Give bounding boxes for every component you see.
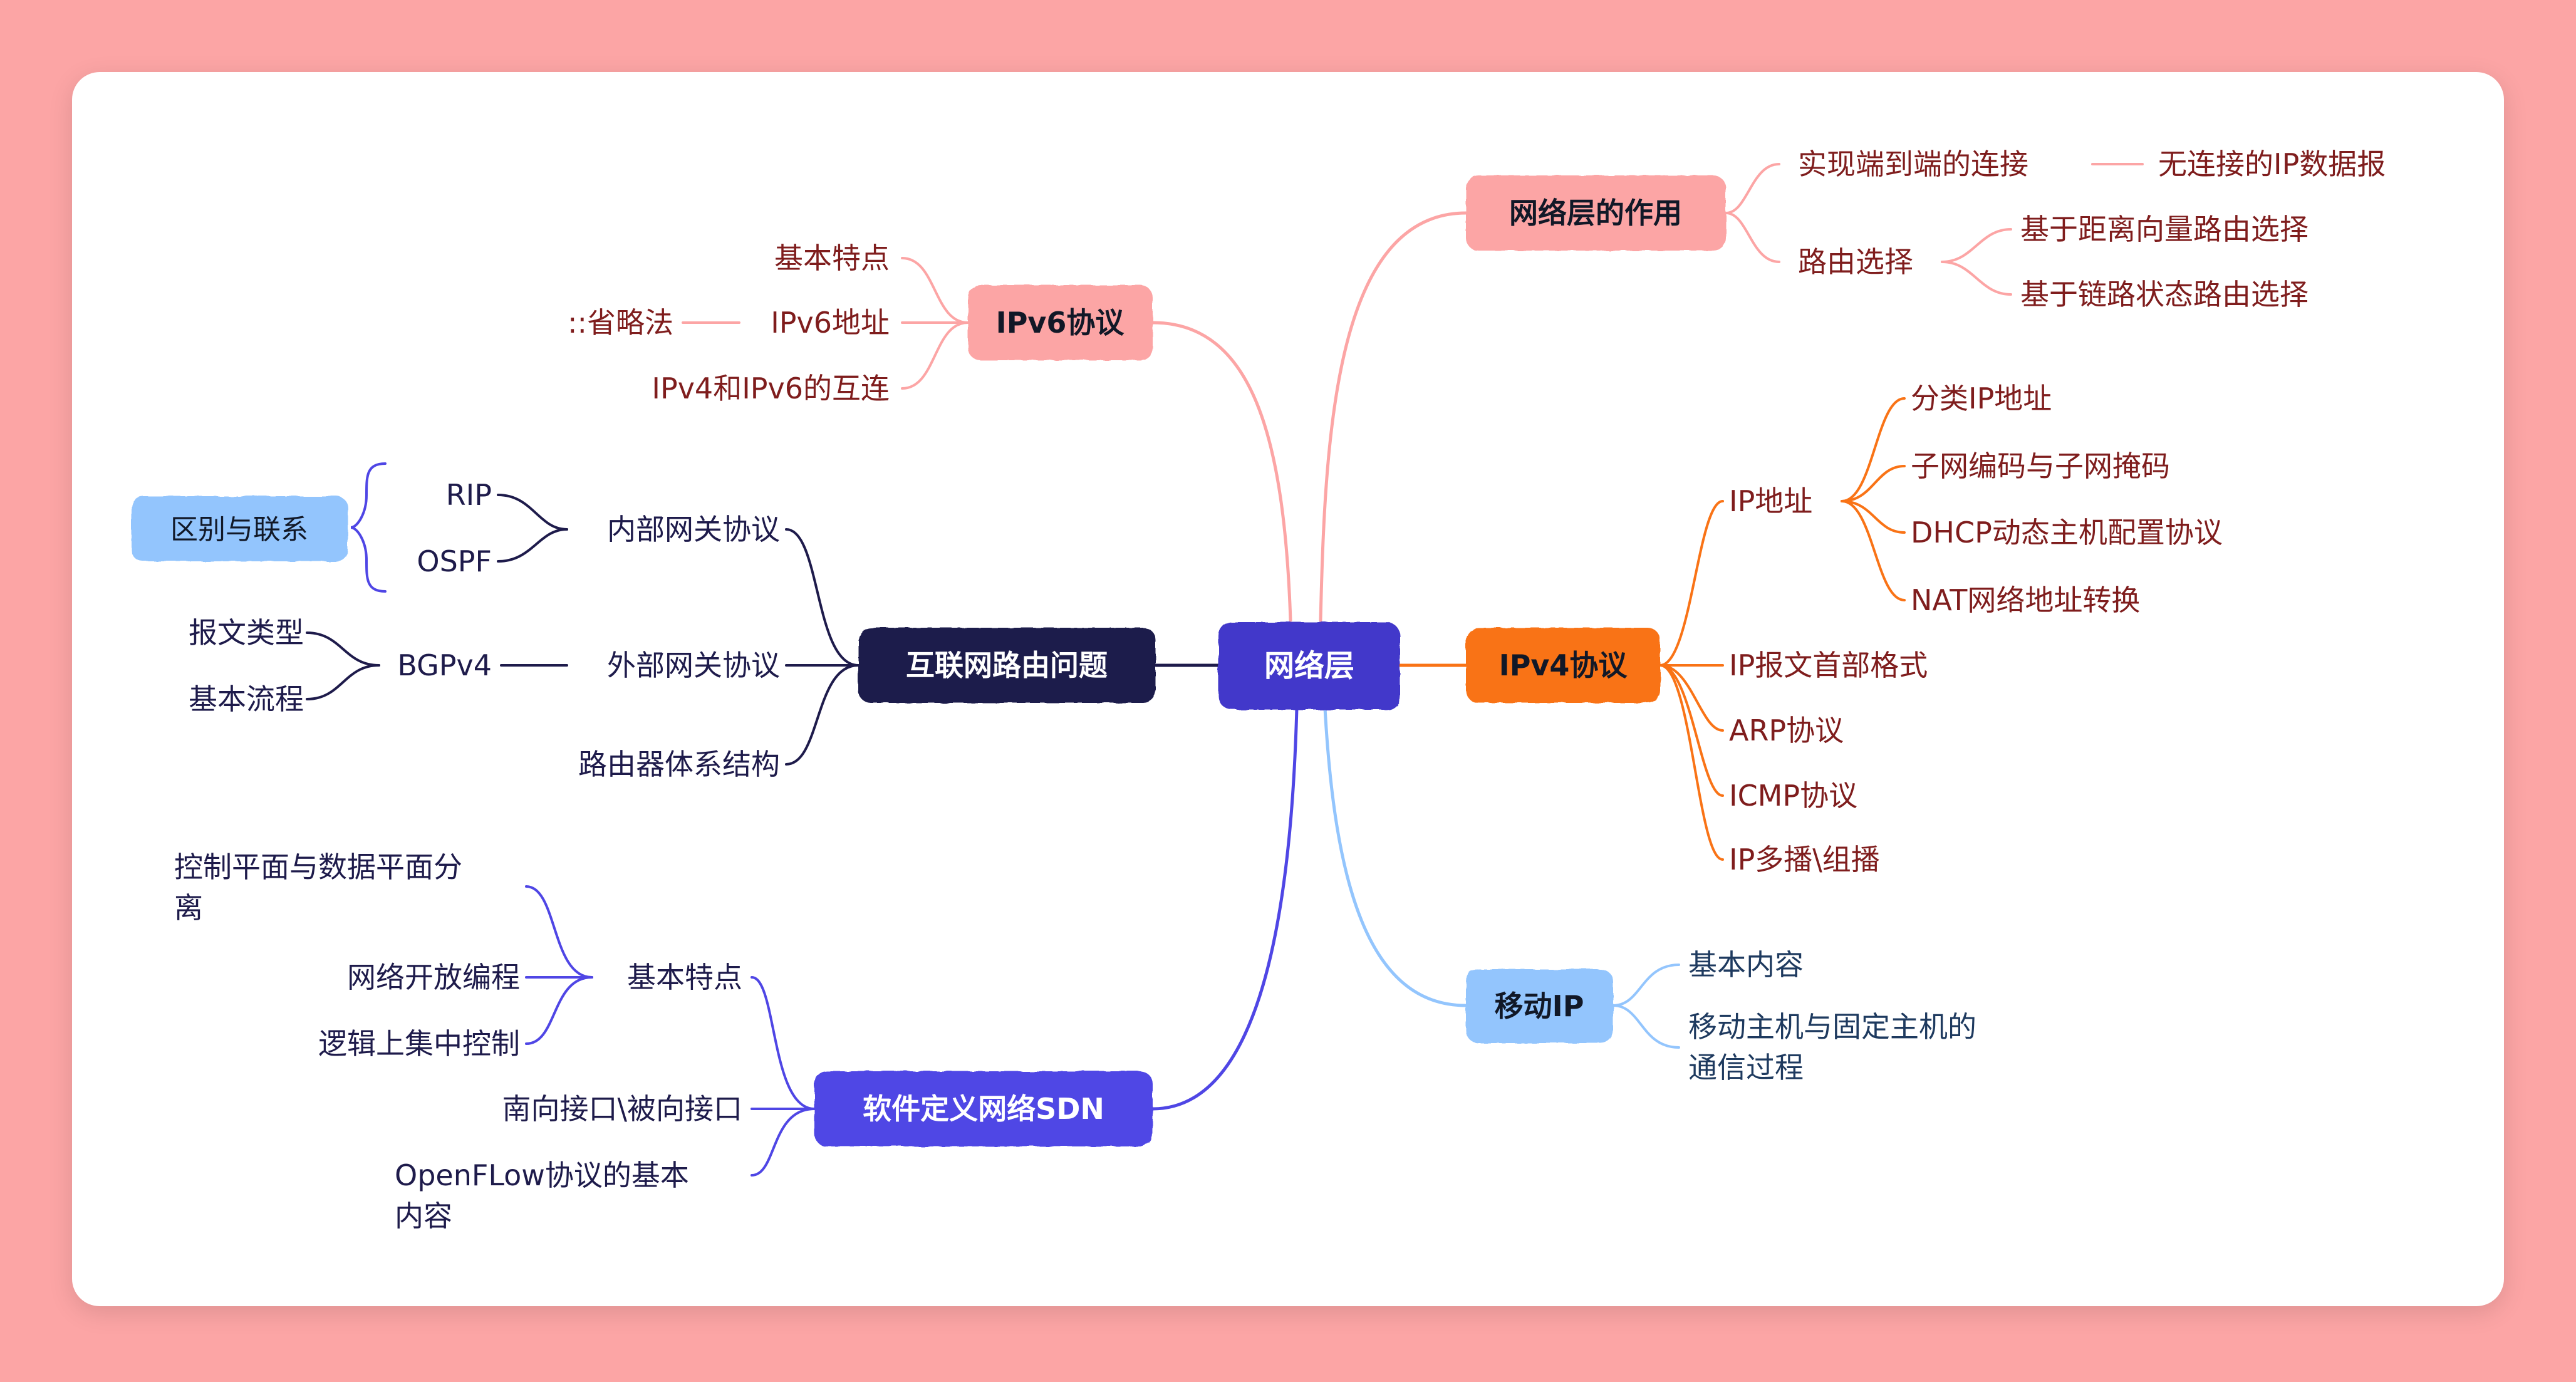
- leaf-mobile-comm-line2[interactable]: 通信过程: [1688, 1051, 1804, 1084]
- node-routing[interactable]: 互联网路由问题: [858, 628, 1156, 703]
- leaf-interfaces[interactable]: 南向接口\被向接口: [502, 1092, 743, 1126]
- leaf-multicast[interactable]: IP多播\组播: [1729, 843, 1880, 876]
- leaf-connectionless[interactable]: 无连接的IP数据报: [2158, 147, 2386, 181]
- node-mobile-ip[interactable]: 移动IP: [1466, 969, 1613, 1043]
- leaf-ipv6-abbrev[interactable]: ::省略法: [568, 306, 673, 340]
- leaf-egp[interactable]: 外部网关协议: [607, 648, 780, 682]
- center-node[interactable]: 网络层: [1218, 622, 1400, 710]
- mobile-ip-label: 移动IP: [1495, 989, 1584, 1023]
- leaf-ospf[interactable]: OSPF: [417, 544, 492, 578]
- routing-bracket: [350, 462, 387, 593]
- leaf-mobile-basic[interactable]: 基本内容: [1688, 948, 1804, 982]
- sdn-label: 软件定义网络SDN: [863, 1092, 1104, 1126]
- connectors: [306, 163, 2144, 1177]
- link-center-role: [1319, 211, 1468, 622]
- leaf-rip[interactable]: RIP: [446, 478, 492, 512]
- leaf-plane-separation-line2[interactable]: 离: [174, 891, 203, 925]
- leaf-openflow-line2[interactable]: 内容: [395, 1199, 452, 1233]
- node-network-role[interactable]: 网络层的作用: [1466, 175, 1726, 251]
- leaf-central-control[interactable]: 逻辑上集中控制: [318, 1027, 520, 1061]
- node-ipv4[interactable]: IPv4协议: [1466, 628, 1660, 703]
- ipv4-leaves: IP地址 分类IP地址 子网编码与子网掩码 DHCP动态主机配置协议 NAT网络…: [1729, 382, 2223, 876]
- routing-leaves: 内部网关协议 RIP OSPF 外部网关协议 BGPv4 报文类型 基本流程 路…: [189, 478, 780, 781]
- mobile-leaves: 基本内容 移动主机与固定主机的 通信过程: [1688, 948, 1976, 1084]
- leaf-link-state[interactable]: 基于链路状态路由选择: [2020, 278, 2309, 311]
- role-leaves: 实现端到端的连接 无连接的IP数据报 路由选择 基于距离向量路由选择 基于链路状…: [1798, 147, 2386, 311]
- network-role-label: 网络层的作用: [1509, 196, 1682, 230]
- leaf-ip-header[interactable]: IP报文首部格式: [1729, 648, 1928, 682]
- node-ipv6[interactable]: IPv6协议: [968, 285, 1153, 360]
- routing-label: 互联网路由问题: [906, 648, 1108, 682]
- leaf-openflow-line1[interactable]: OpenFLow协议的基本: [395, 1158, 689, 1192]
- diff-relation-label: 区别与联系: [170, 514, 308, 546]
- leaf-dhcp[interactable]: DHCP动态主机配置协议: [1911, 516, 2223, 549]
- center-label: 网络层: [1264, 648, 1354, 683]
- link-center-mobile: [1323, 706, 1468, 1007]
- leaf-ip-address[interactable]: IP地址: [1729, 484, 1812, 518]
- leaf-mobile-comm-line1[interactable]: 移动主机与固定主机的: [1688, 1010, 1976, 1044]
- leaf-e2e[interactable]: 实现端到端的连接: [1798, 147, 2028, 181]
- node-sdn[interactable]: 软件定义网络SDN: [814, 1071, 1153, 1146]
- leaf-distance-vector[interactable]: 基于距离向量路由选择: [2020, 212, 2309, 246]
- leaf-sdn-features[interactable]: 基本特点: [627, 960, 742, 994]
- leaf-ipv6-features[interactable]: 基本特点: [774, 241, 890, 275]
- leaf-nat[interactable]: NAT网络地址转换: [1911, 583, 2140, 617]
- link-center-ipv6: [1151, 321, 1292, 622]
- leaf-basic-flow[interactable]: 基本流程: [189, 682, 304, 716]
- ipv6-label: IPv6协议: [996, 306, 1125, 340]
- leaf-bgp[interactable]: BGPv4: [397, 648, 492, 682]
- leaf-ipv4-ipv6-interop[interactable]: IPv4和IPv6的互连: [652, 371, 890, 405]
- leaf-open-programming[interactable]: 网络开放编程: [347, 960, 520, 994]
- leaf-msg-types[interactable]: 报文类型: [189, 616, 304, 650]
- leaf-subnet[interactable]: 子网编码与子网掩码: [1911, 449, 2170, 483]
- leaf-router-arch[interactable]: 路由器体系结构: [578, 747, 780, 781]
- sdn-leaves: 基本特点 控制平面与数据平面分 离 网络开放编程 逻辑上集中控制 南向接口\被向…: [174, 850, 742, 1233]
- leaf-arp[interactable]: ARP协议: [1729, 714, 1844, 747]
- ipv6-leaves: 基本特点 IPv6地址 ::省略法 IPv4和IPv6的互连: [568, 241, 890, 405]
- ipv4-label: IPv4协议: [1499, 648, 1628, 682]
- leaf-plane-separation-line1[interactable]: 控制平面与数据平面分: [174, 850, 462, 884]
- leaf-ipv6-address[interactable]: IPv6地址: [771, 306, 890, 340]
- leaf-igp[interactable]: 内部网关协议: [607, 512, 780, 546]
- node-diff-relation[interactable]: 区别与联系: [132, 496, 348, 561]
- link-center-sdn: [1151, 706, 1299, 1111]
- leaf-route-select[interactable]: 路由选择: [1798, 245, 1913, 279]
- leaf-classful[interactable]: 分类IP地址: [1911, 382, 2052, 415]
- leaf-icmp[interactable]: ICMP协议: [1729, 779, 1857, 813]
